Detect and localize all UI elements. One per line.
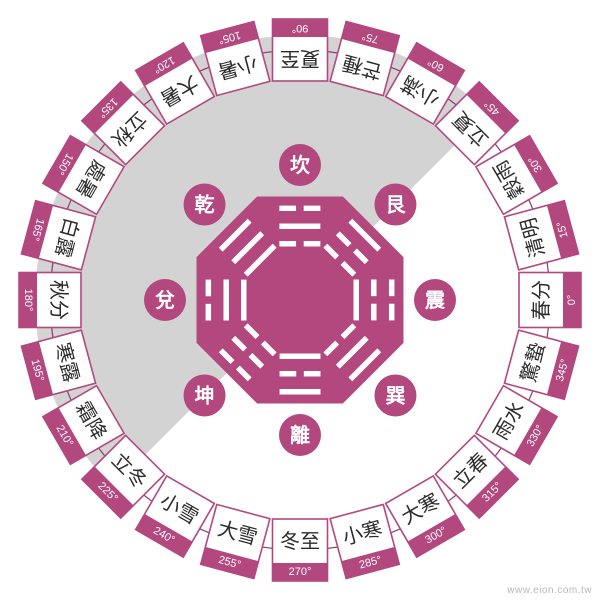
solar-term-card: 15°清明 (503, 199, 580, 271)
degree-label-bg (21, 341, 54, 400)
solar-term-name: 冬至 (280, 529, 320, 553)
solar-term-card: 270° 冬至 (271, 518, 329, 582)
solar-term-card: 345°驚蟄 (503, 329, 580, 401)
degree-label-bg (19, 272, 37, 328)
degree-label-bg (42, 407, 86, 465)
degree-label: 270° (289, 566, 312, 578)
trigram-name: 巽 (385, 383, 405, 407)
trigram-name: 震 (425, 288, 446, 312)
degree-label-bg (135, 514, 193, 558)
degree-label-bg (514, 135, 558, 193)
solar-term-card: 60°小滿 (384, 41, 466, 126)
degree-label-bg (546, 200, 579, 259)
degree-label-bg (546, 341, 579, 400)
solar-term-card: 330°雨水 (474, 384, 559, 466)
degree-label-bg (200, 546, 259, 579)
solar-term-card: 285°小寒 (329, 503, 401, 580)
degree-label: 180° (22, 289, 34, 312)
solar-term-card: 105°小暑 (199, 20, 271, 97)
solar-term-card: 195°寒露 (20, 329, 97, 401)
degree-label-bg (466, 466, 519, 519)
degree-label-bg (81, 466, 134, 519)
degree-label-bg (563, 272, 581, 328)
solar-term-card: 75°芒種 (329, 20, 401, 97)
degree-label-bg (514, 407, 558, 465)
solar-term-card: 300°大寒 (384, 474, 466, 559)
trigram-name-badge (279, 414, 321, 456)
trigram-name-badge (183, 374, 226, 417)
degree-label-bg (407, 42, 465, 86)
solar-term-card: 135°立秋 (80, 80, 166, 166)
trigram-name-badge (414, 279, 456, 321)
degree-label: 90° (292, 22, 309, 34)
solar-term-card: 150°處暑 (41, 134, 126, 216)
degree-label: 195° (29, 358, 46, 383)
solar-term-name: 秋分 (47, 280, 71, 320)
degree-label-bg (407, 514, 465, 558)
degree-label-bg (21, 200, 54, 259)
solar-term-card: 210°霜降 (41, 384, 126, 466)
degree-label-bg (272, 563, 328, 581)
center-octagon (196, 196, 404, 404)
degree-label-bg (341, 546, 400, 579)
svg-text:☲: ☲ (275, 340, 325, 405)
footer-watermark: www.eion.com.tw (507, 585, 592, 596)
degree-label-bg (466, 81, 519, 134)
degree-label-bg (42, 135, 86, 193)
svg-text:☱: ☱ (196, 275, 261, 325)
degree-label-bg (200, 21, 259, 54)
trigram-name-badge (144, 279, 186, 321)
solar-term-card: 180° 秋分 (18, 271, 82, 329)
degree-label: 345° (554, 358, 571, 383)
solar-term-card: 120°大暑 (134, 41, 216, 126)
trigram-name: 離 (290, 423, 310, 447)
degree-label-bg (135, 42, 193, 86)
trigram-name: 艮 (385, 193, 406, 217)
trigram-name: 坤 (195, 383, 215, 407)
degree-label-bg (341, 21, 400, 54)
degree-label: 105° (217, 29, 242, 46)
trigram-name: 兌 (155, 288, 175, 312)
trigram-name-badge (374, 374, 417, 417)
svg-text:☳: ☳ (340, 275, 405, 325)
solar-term-card: 240°小雪 (134, 474, 216, 559)
trigram-symbol: ☱ (196, 275, 261, 325)
trigram-name: 乾 (195, 193, 215, 217)
solar-term-card: 45°立夏 (434, 80, 520, 166)
solar-term-card: 90° 夏至 (271, 18, 329, 82)
degree-label-bg (272, 19, 328, 37)
trigram-name-badge (279, 144, 321, 186)
degree-label-bg (81, 81, 134, 134)
trigram-symbol: ☲ (275, 340, 325, 405)
solar-term-card: 30°穀雨 (474, 134, 559, 216)
degree-label: 165° (29, 217, 46, 242)
trigram-name: 坎 (290, 153, 311, 177)
trigram-symbol: ☳ (340, 275, 405, 325)
trigram-symbol: ☵ (275, 196, 325, 261)
solar-term-card: 255°大雪 (199, 503, 271, 580)
degree-label: 75° (361, 29, 380, 45)
degree-label: 255° (217, 554, 242, 571)
trigram-name-badge (183, 183, 226, 226)
degree-label: 285° (358, 554, 383, 571)
degree-label: 15° (555, 220, 571, 239)
svg-text:☵: ☵ (275, 196, 325, 261)
solar-term-name: 夏至 (280, 47, 320, 71)
solar-term-card: 0° 春分 (518, 271, 582, 329)
solar-term-name: 春分 (529, 280, 553, 320)
solar-term-card: 165°白露 (20, 199, 97, 271)
degree-label: 0° (566, 295, 578, 306)
solar-term-card: 315°立春 (434, 434, 520, 520)
trigram-name-badge (374, 183, 417, 226)
